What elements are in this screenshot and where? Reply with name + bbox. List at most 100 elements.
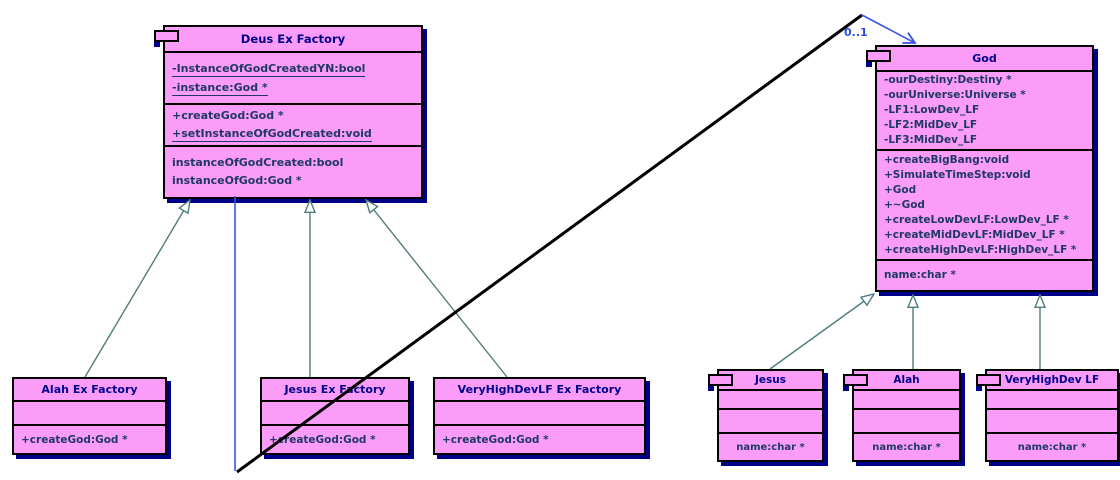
class-title: Alah Ex Factory: [41, 383, 138, 396]
class-compartment: [719, 389, 822, 408]
member-text: name:char *: [872, 441, 941, 453]
class-jesus[interactable]: Jesus name:char *: [708, 369, 824, 462]
member-text: +createGod:God *: [442, 433, 549, 446]
member-row: +createGod:God *: [14, 433, 165, 447]
class-title: Deus Ex Factory: [240, 32, 346, 46]
member-row: +setInstanceOfGodCreated:void: [165, 125, 421, 143]
member-row: +createGod:God *: [435, 433, 644, 447]
class-god[interactable]: God -ourDestiny:Destiny * -ourUniverse:Uni…: [866, 45, 1094, 292]
member-text: +createMidDevLF:MidDev_LF *: [884, 228, 1065, 241]
member-text: +God: [884, 183, 917, 196]
member-text: -LF2:MidDev_LF: [884, 119, 978, 131]
class-compartment: +createGod:God *: [262, 424, 408, 453]
class-compartment: -ourDestiny:Destiny * -ourUniverse:Univer…: [877, 70, 1092, 149]
class-title: God: [972, 52, 997, 65]
member-row: instanceOfGodCreated:bool: [165, 154, 421, 172]
member-row: +SimulateTimeStep:void: [877, 168, 1092, 183]
generalization-alah-ex-factory-to-deus-ex-factory: [84, 200, 190, 378]
class-compartment: +createGod:God * +setInstanceOfGodCreated…: [165, 103, 421, 145]
member-text: name:char *: [1017, 441, 1087, 453]
class-compartment: [854, 389, 959, 408]
member-text: +createHighDevLF:HighDev_LF *: [884, 243, 1077, 256]
class-icon: [154, 30, 179, 42]
class-compartment: +createGod:God *: [14, 424, 165, 453]
member-row: -instance:God *: [165, 78, 421, 97]
class-deus-ex-factory[interactable]: Deus Ex Factory -InstanceOfGodCreatedYN:b…: [154, 25, 423, 199]
class-title: Alah: [893, 374, 920, 386]
member-row: -LF3:MidDev_LF: [877, 133, 1092, 148]
class-compartment: +createGod:God *: [435, 424, 644, 453]
member-row: -LF1:LowDev_LF: [877, 103, 1092, 118]
member-row: -ourDestiny:Destiny *: [877, 73, 1092, 88]
class-icon: [976, 374, 1001, 386]
member-text: -ourUniverse:Universe *: [884, 89, 1026, 101]
member-row: +createGod:God *: [262, 433, 408, 447]
class-compartment: +createBigBang:void +SimulateTimeStep:voi…: [877, 149, 1092, 259]
class-compartment: name:char *: [877, 259, 1092, 290]
class-icon-shadow: [866, 62, 872, 67]
member-text: +createGod:God *: [172, 109, 284, 122]
class-compartment: [987, 389, 1117, 408]
member-row: -InstanceOfGodCreatedYN:bool: [165, 59, 421, 78]
class-veryhighdev-lf[interactable]: VeryHighDev LF name:char *: [976, 369, 1119, 462]
member-text: +setInstanceOfGodCreated:void: [172, 127, 372, 142]
member-row: name:char *: [854, 441, 959, 454]
member-row: +createHighDevLF:HighDev_LF *: [877, 243, 1092, 258]
class-compartment: instanceOfGodCreated:bool instanceOfGod:G…: [165, 145, 421, 197]
class-compartment: [14, 400, 165, 424]
class-icon-shadow: [154, 42, 160, 47]
member-text: -LF3:MidDev_LF: [884, 134, 978, 146]
member-text: +~God: [884, 198, 925, 211]
association-deus-to-god-arrow: [861, 14, 915, 43]
member-row: name:char *: [987, 441, 1117, 454]
class-compartment: [854, 408, 959, 432]
class-compartment: [719, 408, 822, 432]
member-row: +createGod:God *: [165, 107, 421, 125]
member-text: +createBigBang:void: [884, 153, 1010, 166]
member-text: -instance:God *: [172, 81, 268, 96]
member-row: -LF2:MidDev_LF: [877, 118, 1092, 133]
member-text: +createLowDevLF:LowDev_LF *: [884, 213, 1069, 226]
member-text: +SimulateTimeStep:void: [884, 168, 1031, 181]
class-icon: [843, 374, 868, 386]
class-compartment: -InstanceOfGodCreatedYN:bool -instance:Go…: [165, 51, 421, 103]
member-text: +createGod:God *: [269, 433, 376, 446]
class-alah[interactable]: Alah name:char *: [843, 369, 961, 462]
class-icon-shadow: [976, 386, 982, 391]
class-icon-shadow: [843, 386, 849, 391]
generalization-jesus-to-god: [769, 294, 874, 370]
member-text: instanceOfGodCreated:bool: [172, 156, 344, 169]
member-text: name:char *: [736, 441, 805, 453]
class-veryhighdevlf-ex-factory[interactable]: VeryHighDevLF Ex Factory +createGod:God *: [433, 377, 646, 455]
member-row: +createMidDevLF:MidDev_LF *: [877, 228, 1092, 243]
class-title: Jesus: [754, 374, 786, 386]
member-row: instanceOfGod:God *: [165, 172, 421, 190]
member-row: name:char *: [719, 441, 822, 454]
class-icon-shadow: [708, 386, 714, 391]
class-icon: [866, 50, 891, 62]
association-multiplicity-label: 0..1: [844, 26, 868, 39]
member-text: instanceOfGod:God *: [172, 174, 302, 187]
class-title: VeryHighDev LF: [1004, 374, 1100, 386]
class-compartment: [435, 400, 644, 424]
class-compartment: [262, 400, 408, 424]
member-text: -ourDestiny:Destiny *: [884, 74, 1012, 86]
member-text: +createGod:God *: [21, 433, 128, 446]
class-compartment: name:char *: [854, 432, 959, 460]
generalization-veryhighdevlf-ex-factory-to-deus-ex-factory: [366, 200, 508, 378]
member-text: -InstanceOfGodCreatedYN:bool: [172, 62, 366, 77]
member-row: +God: [877, 183, 1092, 198]
member-row: -ourUniverse:Universe *: [877, 88, 1092, 103]
member-row: +~God: [877, 198, 1092, 213]
class-icon: [708, 374, 733, 386]
class-compartment: [987, 408, 1117, 432]
class-title: Jesus Ex Factory: [284, 383, 386, 396]
member-row: +createBigBang:void: [877, 153, 1092, 168]
class-compartment: name:char *: [987, 432, 1117, 460]
class-alah-ex-factory[interactable]: Alah Ex Factory +createGod:God *: [12, 377, 167, 455]
member-text: name:char *: [884, 269, 956, 281]
class-compartment: name:char *: [719, 432, 822, 460]
class-jesus-ex-factory[interactable]: Jesus Ex Factory +createGod:God *: [260, 377, 410, 455]
class-title: VeryHighDevLF Ex Factory: [457, 383, 622, 396]
